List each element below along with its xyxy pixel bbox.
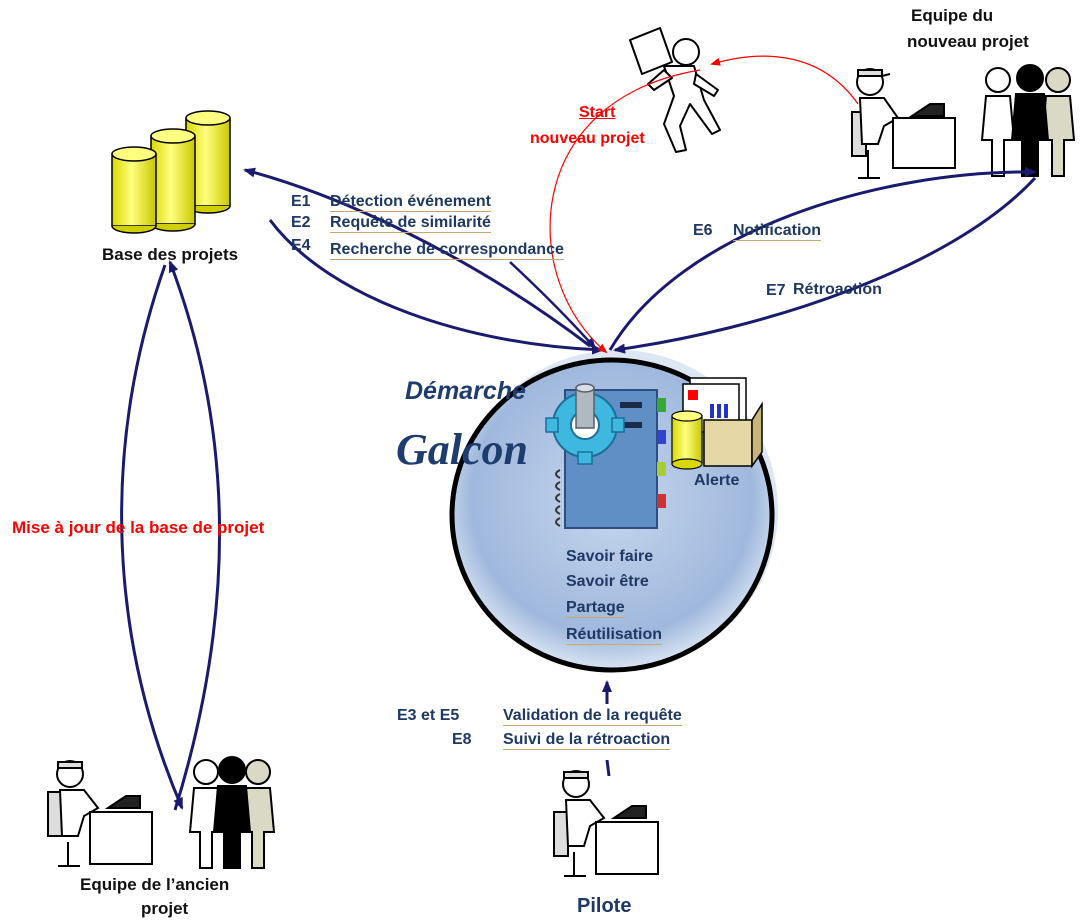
- center-item-4: Réutilisation: [566, 626, 663, 645]
- arrow-base-to-center: [268, 219, 604, 355]
- event-e2-code: E2: [291, 214, 311, 231]
- event-e3e5-text: Validation de la requête: [503, 707, 682, 726]
- center-item-1: Savoir faire: [566, 548, 654, 565]
- database-cylinder: [111, 146, 157, 234]
- alert-label: Alerte: [694, 472, 740, 489]
- new-team-desk-person-icon: [851, 68, 956, 179]
- start-label-line2: nouveau projet: [530, 130, 645, 147]
- notebook-gear-icon: [545, 383, 666, 529]
- old-team-group-icon: [188, 756, 276, 869]
- event-e4-code: E4: [291, 237, 311, 254]
- new-team-label-line1: Equipe du: [911, 6, 994, 25]
- event-e6-code: E6: [693, 222, 713, 239]
- event-e2-text: Requête de similarité: [330, 214, 491, 233]
- old-team-desk-person-icon: [47, 760, 153, 867]
- old-team-label-line2: projet: [141, 899, 189, 918]
- event-e1-code: E1: [291, 193, 311, 210]
- update-label: Mise à jour de la base de projet: [12, 518, 265, 537]
- arrow-start-top: [710, 55, 859, 105]
- event-e1-text: Détection événement: [330, 193, 491, 212]
- alert-icon: [671, 377, 763, 470]
- database-cylinder: [150, 128, 196, 232]
- center-item-2: Savoir être: [566, 573, 649, 590]
- running-person-icon: [629, 27, 721, 153]
- arrow-update-up: [168, 260, 222, 811]
- arrow-labels-to-center: [509, 261, 597, 350]
- event-e7-code: E7: [766, 282, 786, 299]
- event-e8-code: E8: [452, 731, 472, 748]
- center-item-3: Partage: [566, 599, 625, 618]
- database-stack-icon: [111, 110, 231, 234]
- center-title-line1: Démarche: [405, 377, 526, 405]
- pilot-label: Pilote: [577, 895, 632, 917]
- center-title-line2: Galcon: [396, 425, 528, 474]
- event-e4-text: Recherche de correspondance: [330, 241, 564, 260]
- arrow-to-project-base: [243, 167, 591, 348]
- arrow-notification: [608, 166, 1037, 351]
- arrow-update-down: [120, 264, 184, 810]
- event-e7-text: Rétroaction: [793, 281, 882, 298]
- arrow-feedback: [613, 176, 1037, 354]
- project-base-label: Base des projets: [102, 245, 239, 264]
- old-team-label-line1: Equipe de l’ancien: [80, 875, 230, 894]
- pilot-desk-person-icon: [553, 770, 659, 877]
- event-e3e5-code: E3 et E5: [397, 707, 460, 724]
- event-e6-text: Notification: [733, 222, 821, 241]
- start-label-line1: Start: [579, 104, 616, 121]
- arrow-pilot-dash: [605, 759, 611, 777]
- arrow-start-down: [549, 69, 701, 354]
- event-e8-text: Suivi de la rétroaction: [503, 731, 671, 750]
- new-team-group-icon: [980, 64, 1076, 177]
- connectors: [120, 55, 1037, 811]
- new-team-label-line2: nouveau projet: [907, 32, 1029, 51]
